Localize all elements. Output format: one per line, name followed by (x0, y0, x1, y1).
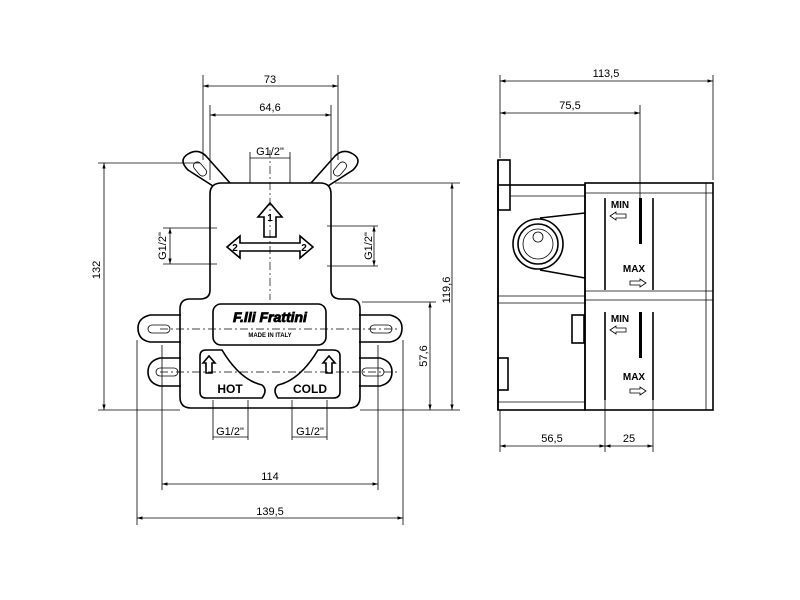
dim-73: 73 (264, 74, 276, 86)
hot-up-arrow-icon (201, 354, 217, 374)
dim-114: 114 (261, 471, 279, 483)
adjustment-box (584, 182, 714, 411)
dim-113-5: 113,5 (593, 68, 620, 80)
side-dimensions: 113,5 75,5 56,5 25 (499, 68, 714, 452)
brand-logo: F.lli Frattini (233, 309, 308, 325)
hot-label: HOT (217, 382, 243, 396)
dim-56-5: 56,5 (541, 433, 562, 445)
side-view: MIN MAX MIN MAX 113,5 75,5 56,5 25 (497, 68, 714, 452)
side-mounting-ears (137, 314, 403, 387)
dim-right-thread: G1/2" (363, 232, 375, 260)
max-arrow-icon (629, 278, 647, 288)
logo-plate (212, 303, 327, 346)
dim-left-thread: G1/2" (157, 232, 169, 260)
cold-label: COLD (293, 382, 327, 396)
cold-plate (274, 349, 341, 399)
lower-min-label: MIN (611, 314, 629, 325)
upper-max-label: MAX (623, 264, 646, 275)
dim-139-5: 139,5 (256, 506, 284, 518)
front-view: 1 2 2 F.lli Frattini MADE IN ITALY HOT C… (91, 74, 460, 525)
upper-min-label: MIN (611, 200, 629, 211)
top-right-mounting-ear (310, 150, 359, 187)
inlet-port (512, 218, 564, 270)
dim-25: 25 (623, 433, 635, 445)
outlet-1-label: 1 (267, 213, 273, 224)
outlet-2-arrow-icon (225, 234, 315, 260)
made-in-italy-label: MADE IN ITALY (248, 333, 291, 339)
cold-up-arrow-icon (321, 354, 337, 374)
min-arrow-icon (609, 211, 627, 221)
dim-cold-thread: G1/2" (296, 426, 324, 438)
upper-scale: MIN MAX (609, 200, 647, 288)
dim-132: 132 (91, 261, 103, 279)
outlet-2-right-label: 2 (301, 243, 307, 254)
dim-64-6: 64,6 (259, 102, 280, 114)
dim-57-6: 57,6 (418, 345, 430, 366)
dim-hot-thread: G1/2" (216, 426, 244, 438)
dim-119-6: 119,6 (441, 277, 453, 304)
max-arrow-icon (629, 386, 647, 396)
hot-plate (199, 349, 266, 399)
lower-scale: MIN MAX (609, 314, 647, 396)
dim-75-5: 75,5 (559, 100, 580, 112)
dim-top-thread: G1/2" (256, 146, 284, 158)
valve-body-outline (179, 182, 361, 409)
outlet-2-left-label: 2 (232, 243, 238, 254)
min-arrow-icon (609, 325, 627, 335)
lower-max-label: MAX (623, 372, 646, 383)
front-dimensions: 73 64,6 G1/2" 132 119,6 57,6 G1/2" G1/2" (91, 74, 460, 525)
top-left-mounting-ear (182, 150, 231, 187)
outlet-1-arrow-icon (256, 201, 284, 238)
